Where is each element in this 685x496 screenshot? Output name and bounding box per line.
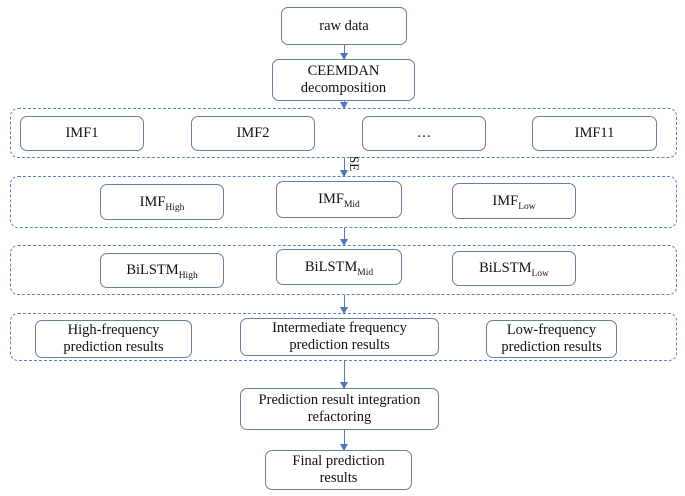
low-frequency-results-line1: Low-frequency bbox=[506, 322, 597, 338]
imf-low-box: IMFLow bbox=[452, 183, 576, 219]
integration-label-line1: Prediction result integration bbox=[258, 392, 421, 408]
high-frequency-results-box: High-frequency prediction results bbox=[35, 320, 192, 358]
bilstm-mid-label: BiLSTMMid bbox=[304, 258, 374, 278]
intermediate-frequency-results-box: Intermediate frequency prediction result… bbox=[240, 318, 439, 356]
se-label: SE bbox=[347, 156, 362, 172]
final-results-line2: results bbox=[319, 470, 358, 486]
low-frequency-results-box: Low-frequency prediction results bbox=[486, 320, 617, 358]
arrow-integration-to-final bbox=[340, 430, 348, 451]
imf1-label: IMF1 bbox=[65, 125, 99, 141]
intermediate-frequency-results-line2: prediction results bbox=[289, 337, 390, 353]
arrow-bilstm-to-results bbox=[340, 295, 348, 314]
ceemdan-box: CEEMDAN decomposition bbox=[272, 59, 415, 101]
high-frequency-results-line1: High-frequency bbox=[67, 322, 160, 338]
final-results-line1: Final prediction bbox=[292, 453, 385, 469]
bilstm-low-label: BiLSTMLow bbox=[479, 260, 549, 279]
imf-low-label: IMFLow bbox=[492, 192, 536, 212]
arrow-raw-to-ceemdan bbox=[340, 45, 348, 60]
imf-ellipsis-label: … bbox=[416, 125, 432, 141]
imf11-box: IMF11 bbox=[532, 116, 657, 151]
low-frequency-results-line2: prediction results bbox=[501, 339, 602, 355]
imf1-box: IMF1 bbox=[20, 116, 144, 151]
arrow-ceemdan-to-imf bbox=[340, 101, 348, 109]
imf2-box: IMF2 bbox=[191, 116, 315, 151]
raw-data-label: raw data bbox=[319, 17, 369, 34]
bilstm-mid-box: BiLSTMMid bbox=[276, 249, 402, 285]
high-frequency-results-line2: prediction results bbox=[63, 339, 164, 355]
arrow-groups-to-bilstm bbox=[340, 228, 348, 246]
imf11-label: IMF11 bbox=[574, 125, 615, 141]
arrow-results-to-integration bbox=[340, 361, 348, 389]
raw-data-box: raw data bbox=[281, 7, 407, 45]
bilstm-high-box: BiLSTMHigh bbox=[100, 253, 224, 288]
bilstm-low-box: BiLSTMLow bbox=[452, 251, 576, 286]
imf-ellipsis-box: … bbox=[362, 116, 486, 151]
ceemdan-label-line1: CEEMDAN bbox=[307, 63, 380, 79]
imf-mid-label: IMFMid bbox=[318, 191, 360, 210]
imf-high-label: IMFHigh bbox=[139, 193, 185, 213]
imf-mid-box: IMFMid bbox=[276, 181, 402, 218]
final-results-box: Final prediction results bbox=[265, 450, 412, 490]
imf-high-box: IMFHigh bbox=[100, 184, 224, 220]
intermediate-frequency-results-line1: Intermediate frequency bbox=[272, 320, 407, 336]
integration-label-line2: refactoring bbox=[307, 409, 372, 425]
ceemdan-label-line2: decomposition bbox=[300, 80, 387, 96]
imf2-label: IMF2 bbox=[236, 125, 270, 141]
arrow-imf-to-groups bbox=[340, 158, 348, 177]
integration-box: Prediction result integration refactorin… bbox=[240, 388, 439, 430]
bilstm-high-label: BiLSTMHigh bbox=[126, 262, 198, 281]
